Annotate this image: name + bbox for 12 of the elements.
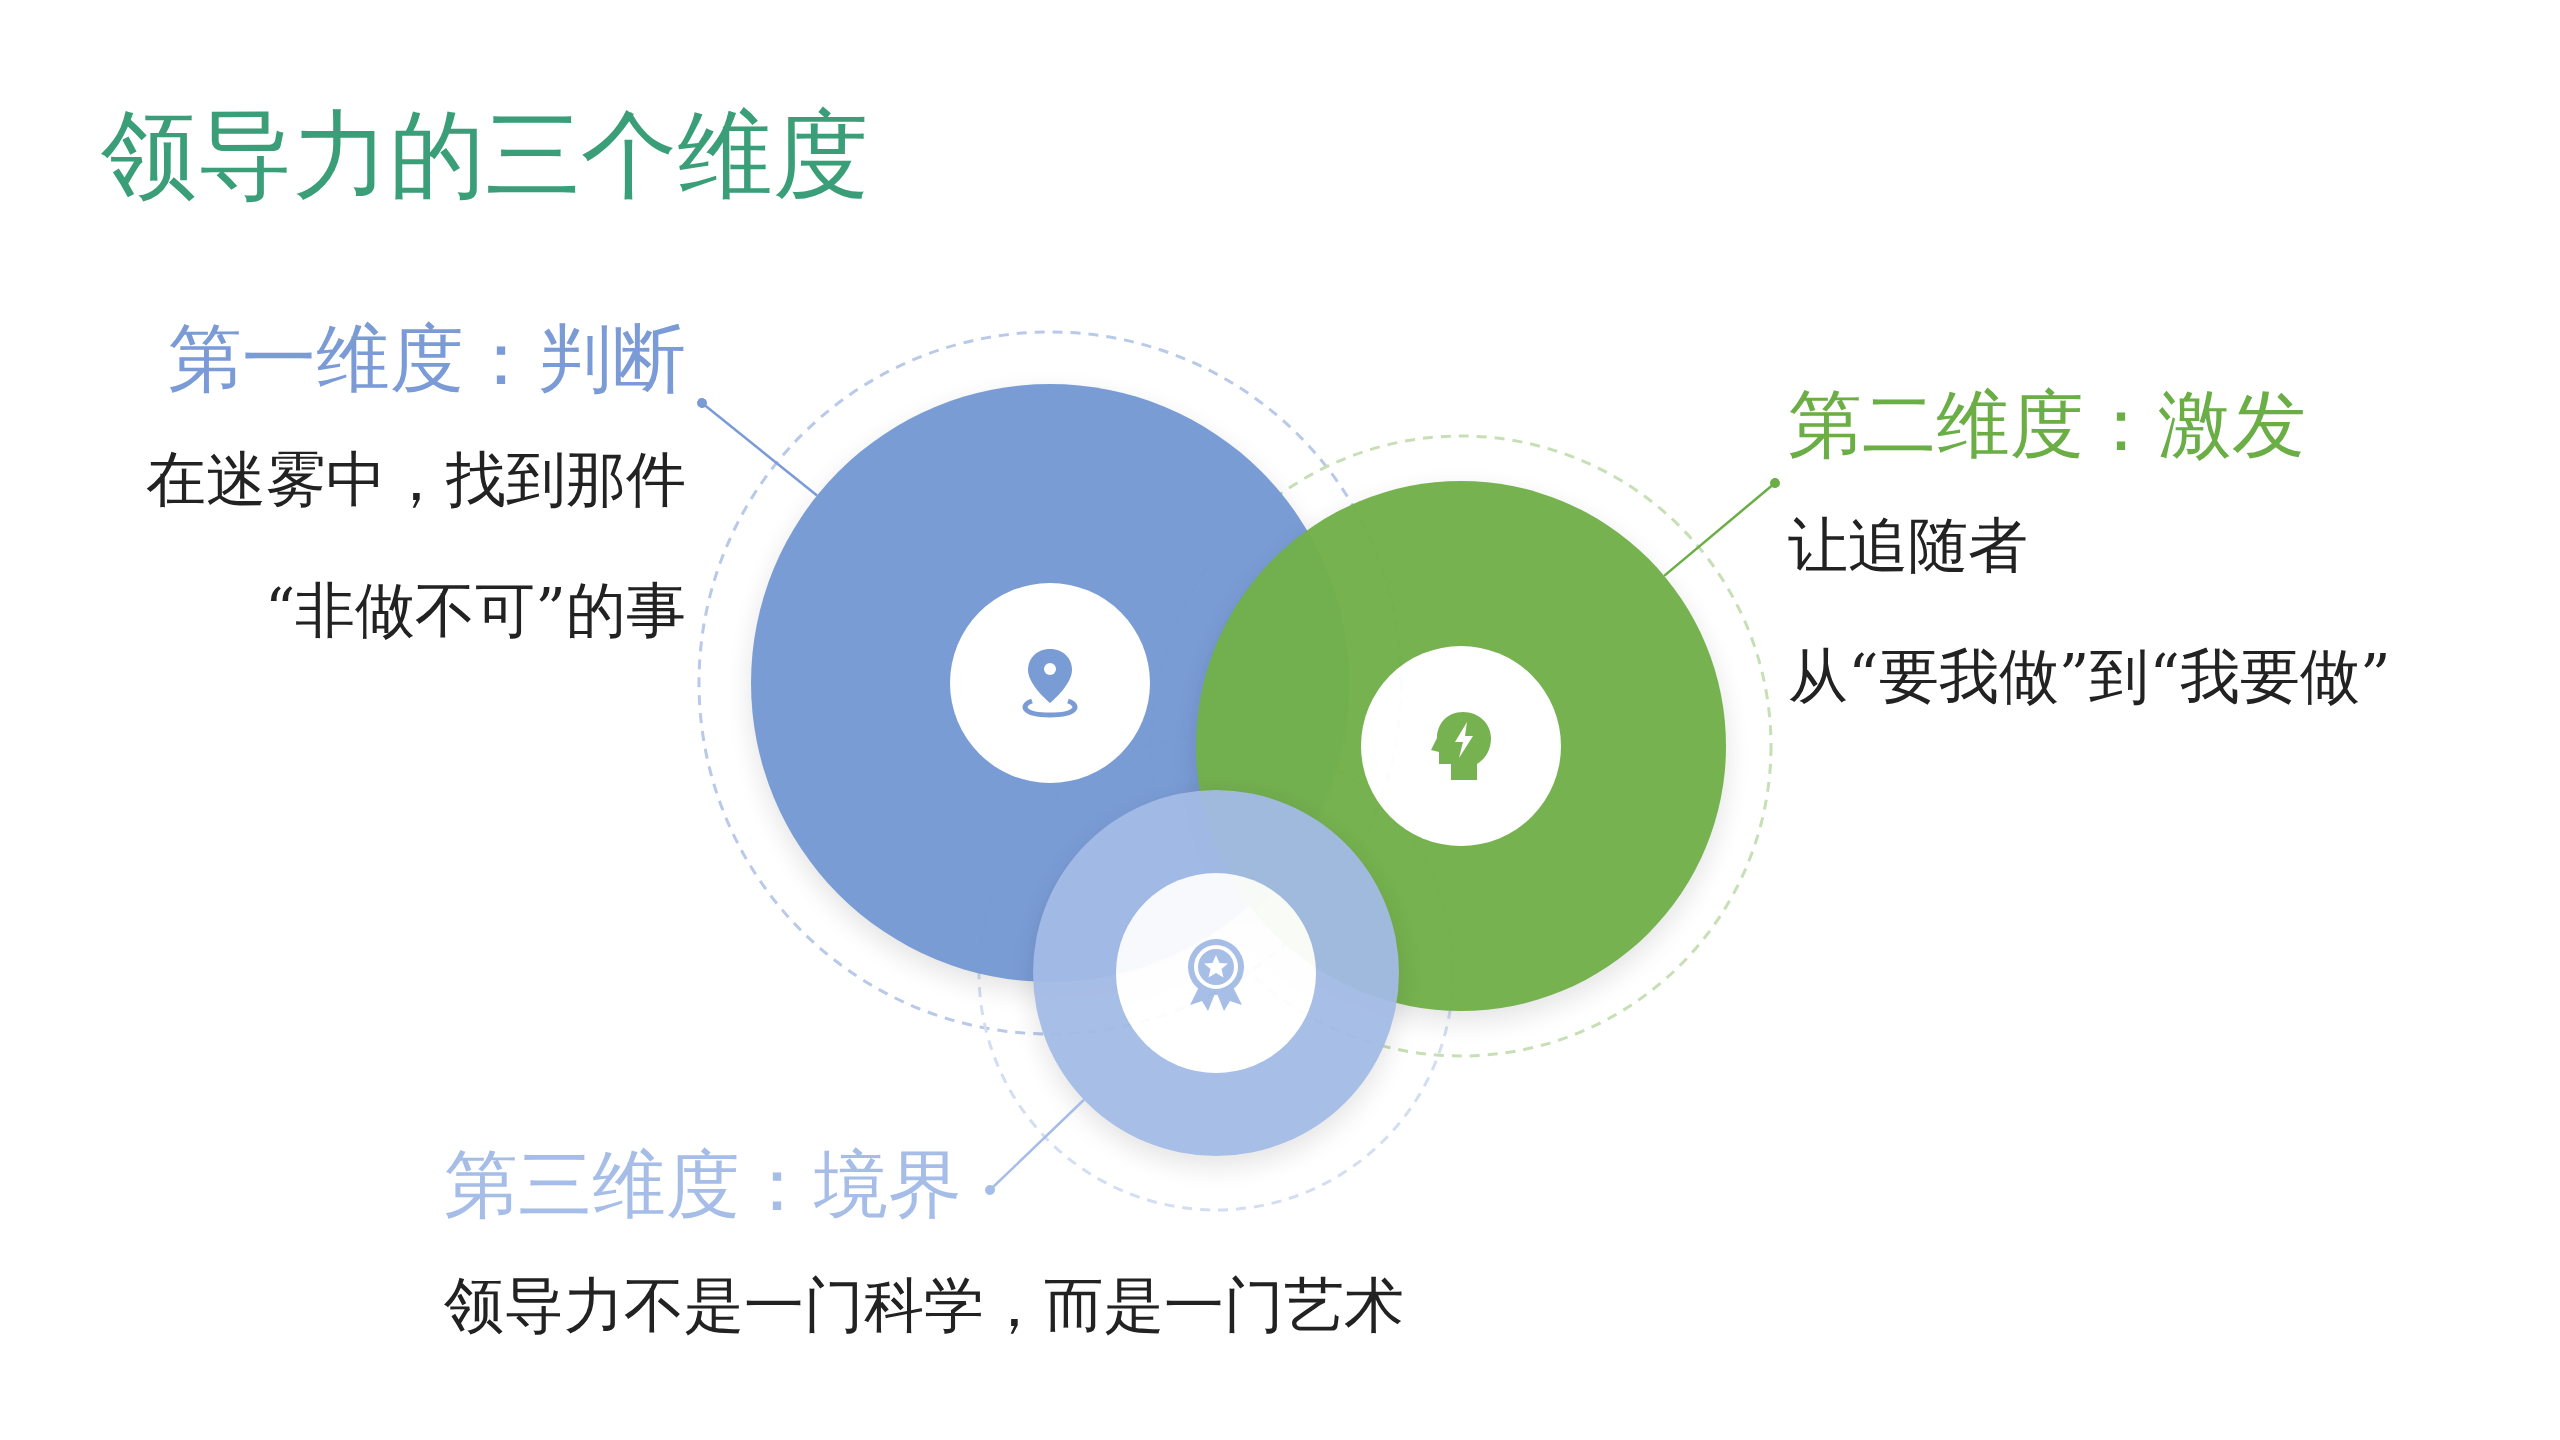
leader-line: [697, 398, 818, 497]
dimension-heading: 第三维度：境界: [444, 1140, 963, 1229]
dimension-heading: 第一维度：判断: [167, 314, 686, 403]
description-text: 在迷雾中，找到那件: [146, 443, 686, 516]
description-text: 让追随者: [1788, 509, 2029, 582]
dimension-heading: 第二维度：激发: [1788, 380, 2307, 469]
leader-line: [985, 1098, 1085, 1195]
description-text: 领导力不是一门科学，而是一门艺术: [444, 1269, 1404, 1342]
description-text: 从“要我做”到“我要做”: [1788, 640, 2391, 713]
description-text: “非做不可”的事: [263, 574, 686, 647]
slide-title: 领导力的三个维度: [101, 98, 869, 213]
leader-line: [1663, 478, 1780, 577]
